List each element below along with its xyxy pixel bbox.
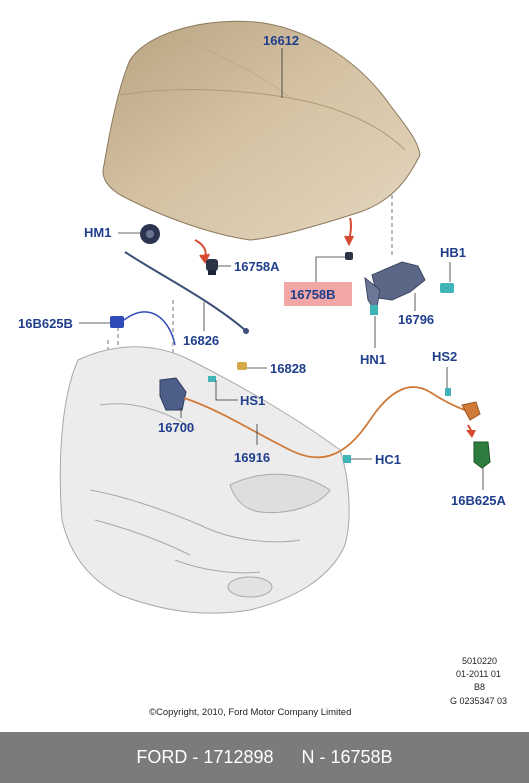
hood-latch xyxy=(159,376,216,411)
footer-bar: FORD - 1712898 N - 16758B xyxy=(0,732,529,783)
highlight-box xyxy=(284,282,352,306)
clip-part xyxy=(237,362,247,370)
label-hood: 16612 xyxy=(263,33,299,48)
label-a16b625: 16B625A xyxy=(451,493,507,508)
label-hb1: HB1 xyxy=(440,245,466,260)
bump-stop-b xyxy=(345,252,353,260)
hood-hinge xyxy=(364,261,454,315)
copyright-text: ©Copyright, 2010, Ford Motor Company Lim… xyxy=(149,707,351,718)
footer-part-code: N - 16758B xyxy=(301,747,393,767)
label-bump-a: 16758A xyxy=(234,259,280,274)
hm1-part xyxy=(140,224,160,244)
leader-lines xyxy=(79,232,484,490)
label-hs2: HS2 xyxy=(432,349,457,364)
hood-parts-diagram: 16612 HM1 16758A 16758B 16B625B 16826 16… xyxy=(18,20,507,718)
label-hn1: HN1 xyxy=(360,352,386,367)
label-clip: 16828 xyxy=(270,361,306,376)
release-cable xyxy=(183,386,473,459)
hood-panel xyxy=(102,20,421,241)
meta-line2: 01-2011 01 xyxy=(456,669,501,679)
hc1-part xyxy=(343,455,351,463)
prop-rod xyxy=(124,251,249,334)
hs2-part xyxy=(445,388,491,469)
label-bump-b: 16758B xyxy=(290,287,336,302)
bump-stop-a xyxy=(206,259,218,275)
label-prop-rod: 16826 xyxy=(183,333,219,348)
meta-line4: G 0235347 03 xyxy=(450,696,507,706)
meta-line1: 5010220 xyxy=(462,656,497,666)
label-cable: 16916 xyxy=(234,450,270,465)
label-hs1: HS1 xyxy=(240,393,265,408)
label-hinge: 16796 xyxy=(398,312,434,327)
footer-part-number: FORD - 1712898 xyxy=(136,747,274,767)
label-b16b625: 16B625B xyxy=(18,316,73,331)
bumper-arrows xyxy=(194,217,354,264)
front-bumper xyxy=(59,346,350,614)
meta-line3: B8 xyxy=(474,682,485,692)
label-latch: 16700 xyxy=(158,420,194,435)
label-hc1: HC1 xyxy=(375,452,401,467)
label-hm1: HM1 xyxy=(84,225,111,240)
b16b625-part xyxy=(110,311,176,346)
